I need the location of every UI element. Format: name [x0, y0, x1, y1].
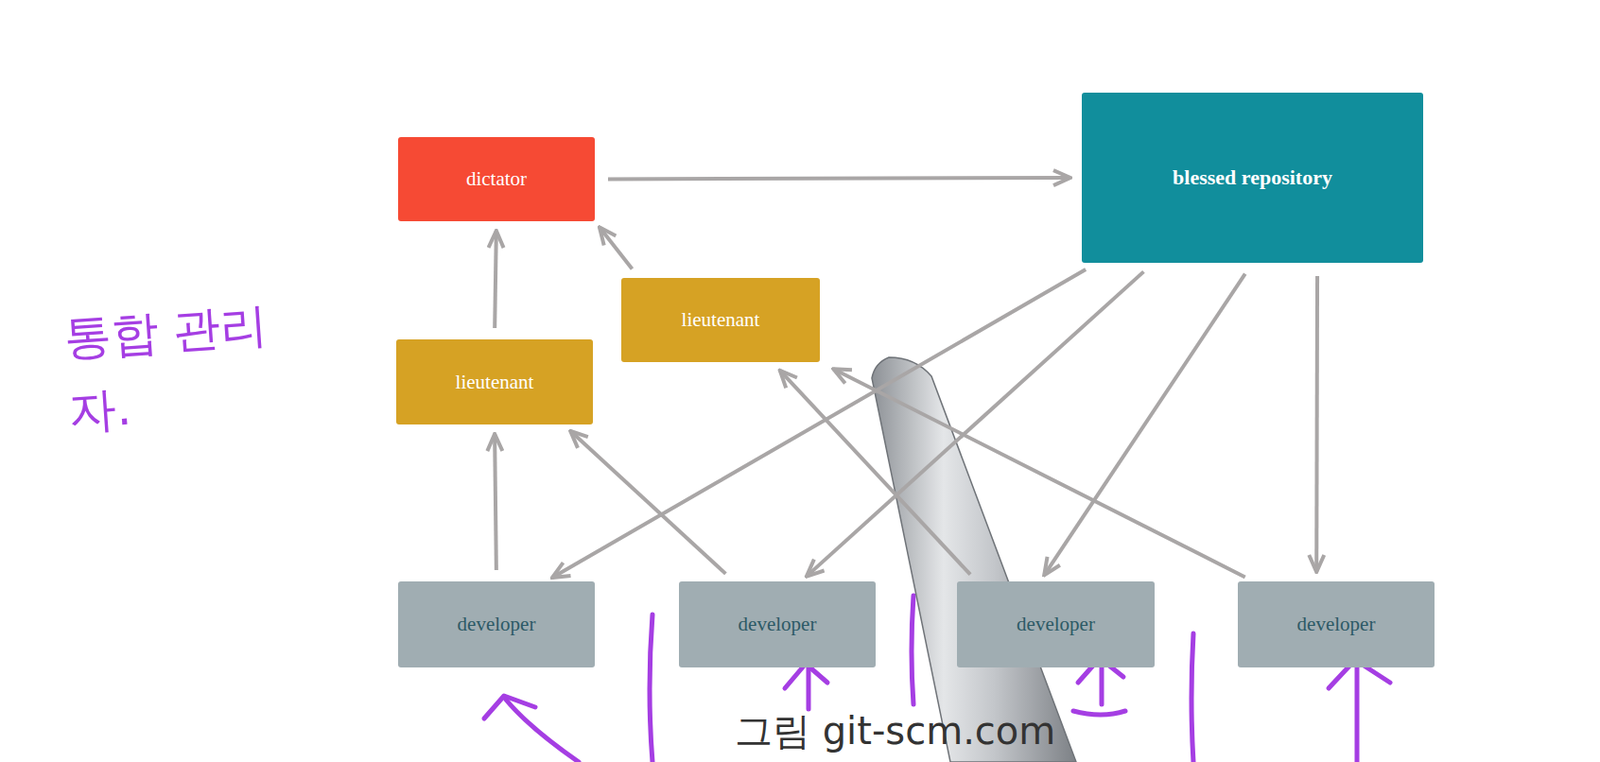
- flow-arrow: [780, 370, 971, 575]
- handwritten-note: 통합 관리자.: [61, 287, 289, 450]
- stylus-pen: [871, 357, 1077, 762]
- flow-arrow: [1043, 274, 1246, 576]
- developer-box: developer: [956, 581, 1155, 668]
- repository-box: blessed repository: [1081, 92, 1424, 263]
- flow-arrow: [599, 226, 633, 269]
- hand-arrow: [505, 699, 579, 762]
- flow-arrow: [1314, 276, 1320, 573]
- lieutenant-box: lieutenant: [621, 278, 820, 363]
- developer-box: developer: [1237, 581, 1435, 668]
- flow-arrow: [833, 368, 1245, 577]
- flow-arrow: [552, 269, 1086, 578]
- node-label: lieutenant: [455, 370, 535, 395]
- hand-arrow: [806, 666, 812, 710]
- node-label: developer: [1297, 612, 1376, 637]
- node-label: developer: [1016, 612, 1096, 637]
- hand-arrow: [1073, 711, 1126, 715]
- hand-arrow: [484, 695, 536, 719]
- hand-divider: [911, 595, 914, 705]
- developer-box: developer: [678, 581, 876, 668]
- node-label: dictator: [466, 167, 527, 192]
- flow-arrow: [608, 177, 1071, 179]
- flow-arrow: [806, 271, 1145, 576]
- flow-arrow: [494, 230, 497, 329]
- node-label: lieutenant: [681, 308, 761, 332]
- flow-arrow: [494, 434, 497, 571]
- stylus-pen: [871, 357, 1077, 762]
- hand-arrow: [1355, 661, 1360, 762]
- dictator-box: dictator: [398, 137, 595, 222]
- figure-caption: 그림 git-scm.com: [734, 709, 1056, 753]
- lieutenant-box: lieutenant: [396, 339, 593, 425]
- node-label: developer: [457, 612, 537, 637]
- node-label: developer: [738, 612, 818, 637]
- hand-divider: [1191, 633, 1194, 762]
- node-label: blessed repository: [1172, 165, 1333, 191]
- hand-divider: [649, 614, 653, 762]
- developer-box: developer: [398, 581, 595, 668]
